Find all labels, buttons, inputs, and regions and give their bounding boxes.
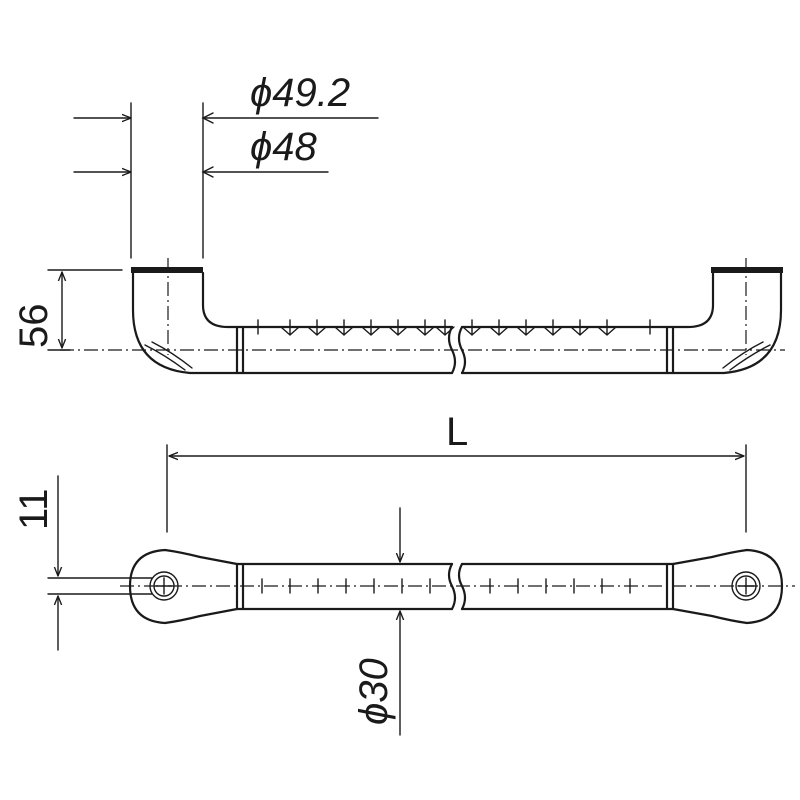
grip-mark <box>361 319 381 336</box>
right-elbow-cut <box>729 344 771 371</box>
grip-mark <box>435 319 455 336</box>
inner-diameter-label: ϕ48 <box>250 125 317 169</box>
left-elbow-inner <box>201 271 239 329</box>
grip-mark <box>516 319 536 336</box>
grip-mark <box>388 319 408 336</box>
grip-mark <box>489 319 509 336</box>
grip-mark <box>334 319 354 336</box>
length-label: L <box>446 410 468 454</box>
grip-mark <box>543 319 563 336</box>
grip-mark <box>462 319 482 336</box>
right-elbow-outer <box>671 271 783 375</box>
right-elbow-inner <box>671 271 715 329</box>
grip-mark <box>307 319 327 336</box>
tick-marks <box>261 578 631 594</box>
outer-diameter-label: ϕ49.2 <box>250 71 350 115</box>
grip-mark <box>280 319 300 336</box>
right-flange-plate <box>711 267 783 273</box>
left-flange-plate <box>131 267 203 273</box>
height-label: 56 <box>12 304 56 349</box>
left-elbow-outer <box>131 271 239 375</box>
grip-mark <box>597 319 617 336</box>
offset-label: 11 <box>12 488 56 530</box>
grip-pattern <box>257 319 651 336</box>
grip-mark <box>570 319 590 336</box>
grip-mark <box>415 319 435 336</box>
top-view: L <box>12 410 795 736</box>
side-view: ϕ49.2 ϕ48 56 <box>12 71 785 375</box>
bar-diameter-label: ϕ30 <box>352 658 396 725</box>
left-elbow-cut <box>144 344 186 371</box>
